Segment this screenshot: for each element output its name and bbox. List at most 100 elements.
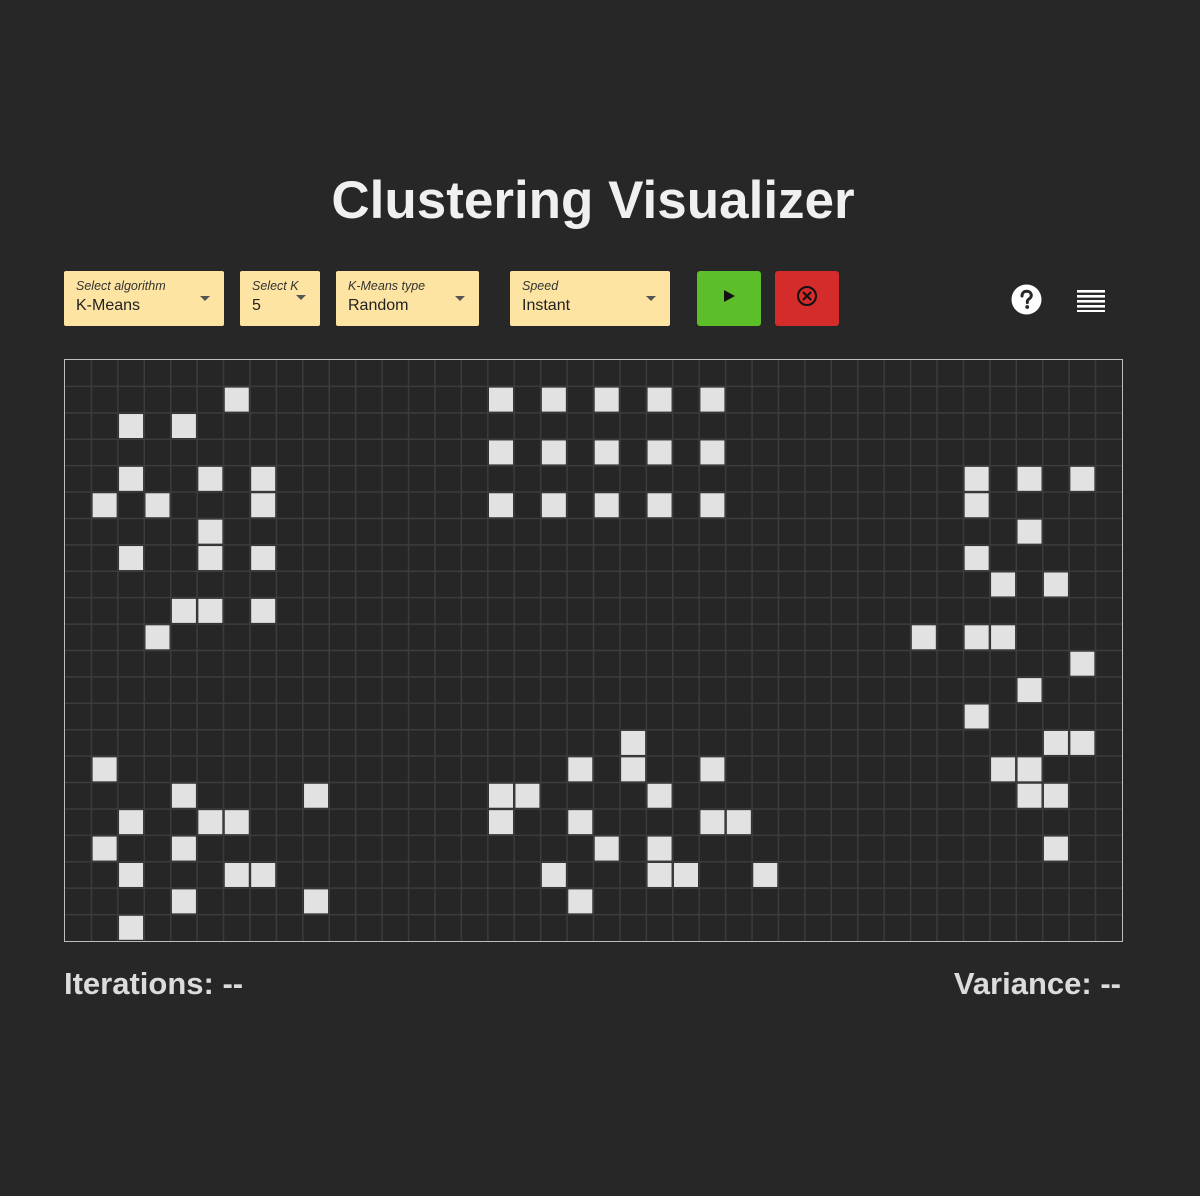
data-point[interactable] [964, 625, 989, 650]
close-circle-icon [796, 285, 818, 312]
data-point[interactable] [594, 836, 619, 861]
data-point[interactable] [991, 757, 1016, 782]
clustering-grid[interactable] [64, 359, 1123, 942]
data-point[interactable] [700, 440, 725, 465]
data-point[interactable] [594, 387, 619, 412]
data-point[interactable] [145, 625, 170, 650]
data-point[interactable] [145, 493, 170, 518]
data-point[interactable] [647, 783, 672, 808]
data-point[interactable] [489, 493, 514, 518]
data-point[interactable] [541, 493, 566, 518]
data-point[interactable] [726, 810, 751, 835]
data-point[interactable] [1017, 519, 1042, 544]
data-point[interactable] [251, 862, 276, 887]
data-point[interactable] [991, 625, 1016, 650]
data-point[interactable] [198, 519, 223, 544]
data-point[interactable] [224, 387, 249, 412]
data-point[interactable] [541, 440, 566, 465]
data-point[interactable] [119, 466, 144, 491]
data-point[interactable] [489, 783, 514, 808]
data-point[interactable] [1070, 466, 1095, 491]
data-point[interactable] [251, 493, 276, 518]
data-point[interactable] [964, 466, 989, 491]
kmeans-type-select-label: K-Means type [348, 279, 426, 293]
data-point[interactable] [700, 810, 725, 835]
kmeans-type-select[interactable]: K-Means type Random [336, 271, 479, 326]
data-point[interactable] [568, 757, 593, 782]
data-point[interactable] [171, 783, 196, 808]
data-point[interactable] [198, 810, 223, 835]
data-point[interactable] [1017, 757, 1042, 782]
data-point[interactable] [991, 572, 1016, 597]
data-point[interactable] [647, 387, 672, 412]
data-point[interactable] [541, 862, 566, 887]
data-point[interactable] [647, 493, 672, 518]
data-point[interactable] [489, 387, 514, 412]
data-point[interactable] [647, 862, 672, 887]
data-point[interactable] [647, 836, 672, 861]
data-point[interactable] [119, 862, 144, 887]
run-button[interactable] [697, 271, 761, 326]
chevron-down-icon [200, 296, 210, 301]
data-point[interactable] [700, 387, 725, 412]
data-point[interactable] [621, 757, 646, 782]
speed-select[interactable]: Speed Instant [510, 271, 670, 326]
data-point[interactable] [489, 810, 514, 835]
data-point[interactable] [198, 598, 223, 623]
data-point[interactable] [92, 493, 117, 518]
k-select[interactable]: Select K 5 [240, 271, 320, 326]
data-point[interactable] [251, 598, 276, 623]
menu-button[interactable] [1074, 287, 1107, 317]
data-point[interactable] [224, 862, 249, 887]
data-point[interactable] [92, 836, 117, 861]
data-point[interactable] [304, 783, 329, 808]
data-point[interactable] [541, 387, 566, 412]
grid-canvas[interactable] [65, 360, 1122, 941]
data-point[interactable] [224, 810, 249, 835]
data-point[interactable] [568, 889, 593, 914]
help-button[interactable] [1010, 284, 1043, 318]
data-point[interactable] [119, 915, 144, 940]
data-point[interactable] [1070, 651, 1095, 676]
data-point[interactable] [594, 440, 619, 465]
data-point[interactable] [1070, 730, 1095, 755]
data-point[interactable] [1017, 678, 1042, 703]
data-point[interactable] [515, 783, 540, 808]
data-point[interactable] [304, 889, 329, 914]
data-point[interactable] [119, 414, 144, 439]
data-point[interactable] [673, 862, 698, 887]
data-point[interactable] [964, 546, 989, 571]
data-point[interactable] [700, 493, 725, 518]
algorithm-select[interactable]: Select algorithm K-Means [64, 271, 224, 326]
data-point[interactable] [198, 466, 223, 491]
data-point[interactable] [594, 493, 619, 518]
chevron-down-icon [455, 296, 465, 301]
data-point[interactable] [1043, 783, 1068, 808]
data-point[interactable] [171, 414, 196, 439]
data-point[interactable] [1043, 572, 1068, 597]
data-point[interactable] [621, 730, 646, 755]
data-point[interactable] [198, 546, 223, 571]
data-point[interactable] [753, 862, 778, 887]
data-point[interactable] [1043, 836, 1068, 861]
variance-value: -- [1100, 966, 1121, 1001]
data-point[interactable] [700, 757, 725, 782]
data-point[interactable] [171, 889, 196, 914]
clear-button[interactable] [775, 271, 839, 326]
data-point[interactable] [911, 625, 936, 650]
data-point[interactable] [251, 546, 276, 571]
data-point[interactable] [647, 440, 672, 465]
data-point[interactable] [489, 440, 514, 465]
data-point[interactable] [119, 810, 144, 835]
data-point[interactable] [251, 466, 276, 491]
data-point[interactable] [1017, 466, 1042, 491]
data-point[interactable] [92, 757, 117, 782]
data-point[interactable] [964, 493, 989, 518]
data-point[interactable] [1017, 783, 1042, 808]
data-point[interactable] [171, 598, 196, 623]
data-point[interactable] [119, 546, 144, 571]
data-point[interactable] [1043, 730, 1068, 755]
data-point[interactable] [964, 704, 989, 729]
data-point[interactable] [171, 836, 196, 861]
data-point[interactable] [568, 810, 593, 835]
